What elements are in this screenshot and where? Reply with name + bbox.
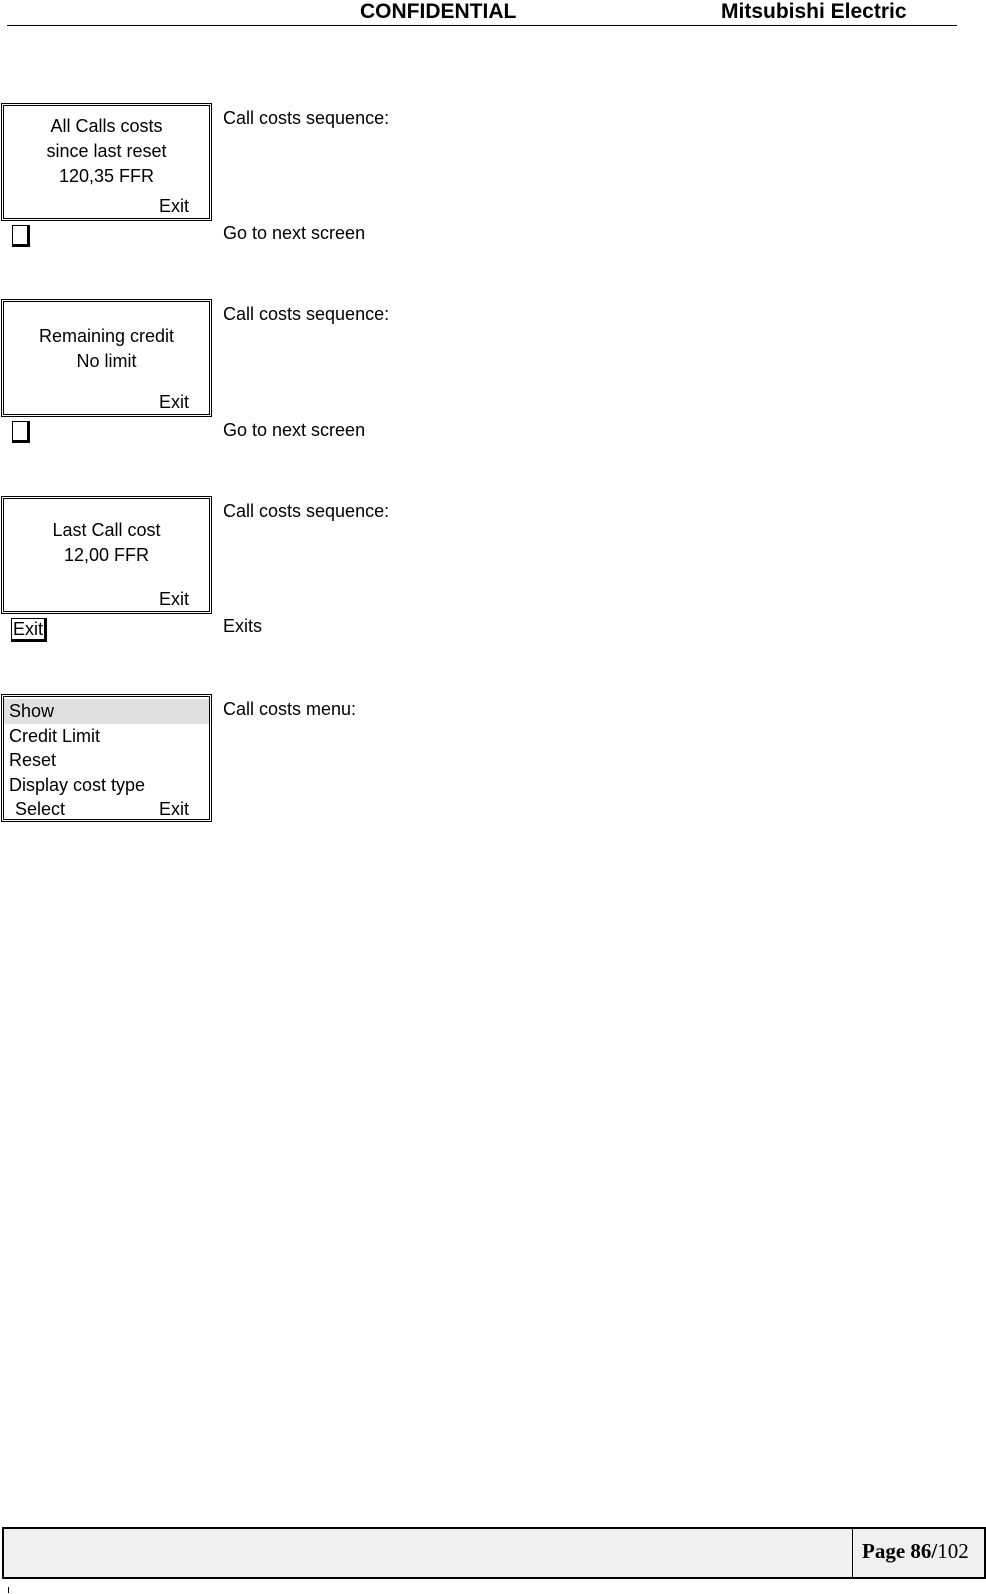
key-description: Go to next screen	[223, 223, 366, 243]
screen-all-calls-costs: All Calls costs since last reset 120,35 …	[1, 103, 212, 221]
exit-softkey[interactable]: Exit	[158, 196, 189, 216]
menu-item-show[interactable]: Show	[4, 699, 209, 724]
page-label: Page 86/	[862, 1539, 938, 1563]
company-name: Mitsubishi Electric	[721, 0, 907, 23]
select-softkey[interactable]: Select	[15, 799, 66, 819]
screen-line: Remaining credit	[38, 326, 175, 346]
call-costs-menu: Show Credit Limit Reset Display cost typ…	[1, 694, 212, 822]
confidential-label: CONFIDENTIAL	[360, 0, 517, 23]
screen-line: 120,35 FFR	[58, 166, 155, 186]
footer-divider	[852, 1529, 853, 1577]
screen-remaining-credit: Remaining credit No limit Exit	[1, 299, 212, 417]
exit-softkey[interactable]: Exit	[158, 589, 189, 609]
sequence-description: Call costs sequence:	[223, 304, 390, 324]
key-description: Exits	[223, 616, 263, 636]
menu-item-credit-limit[interactable]: Credit Limit	[9, 725, 101, 746]
menu-description: Call costs menu:	[223, 699, 357, 719]
screen-line: 12,00 FFR	[63, 545, 150, 565]
header-rule	[7, 25, 957, 26]
page-footer: Page 86/102	[2, 1527, 986, 1579]
margin-mark	[8, 1587, 9, 1593]
sequence-description: Call costs sequence:	[223, 501, 390, 521]
key-description: Go to next screen	[223, 420, 366, 440]
menu-item-display-cost-type[interactable]: Display cost type	[9, 774, 146, 795]
exit-softkey[interactable]: Exit	[158, 799, 189, 819]
screen-line: No limit	[76, 351, 137, 371]
page-total: 102	[937, 1539, 969, 1563]
exit-key[interactable]: Exit	[11, 618, 48, 642]
menu-softkeys: Select Exit	[4, 797, 209, 821]
screen-last-call-cost: Last Call cost 12,00 FFR Exit	[1, 496, 212, 614]
screen-line: since last reset	[46, 141, 167, 161]
sequence-description: Call costs sequence:	[223, 108, 390, 128]
screen-line: All Calls costs	[50, 116, 163, 136]
exit-softkey[interactable]: Exit	[158, 392, 189, 412]
menu-item-reset[interactable]: Reset	[9, 750, 57, 770]
page-number: Page 86/102	[862, 1539, 969, 1564]
next-key-icon[interactable]	[12, 225, 30, 247]
screen-line: Last Call cost	[52, 520, 161, 540]
next-key-icon[interactable]	[12, 421, 30, 443]
